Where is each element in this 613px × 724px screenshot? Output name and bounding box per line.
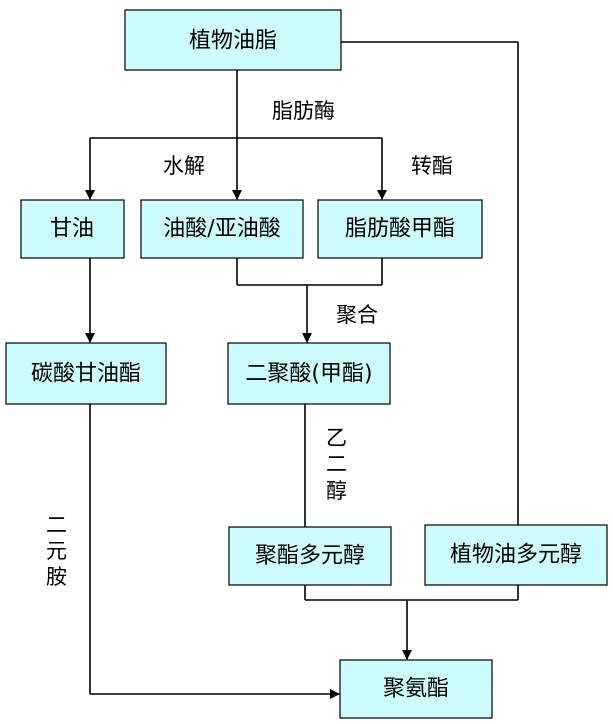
node-polyurethane: 聚氨酯 <box>339 659 493 719</box>
node-plant-oil: 植物油脂 <box>124 9 342 71</box>
label-ethylene-glycol-char: 乙 <box>326 426 347 450</box>
label-diamine-char: 二 <box>46 513 67 537</box>
node-dimer-acid-label: 二聚酸(甲酯) <box>245 362 372 387</box>
node-polyester-polyol-box <box>228 526 392 586</box>
node-glycerol-carbonate-label: 碳酸甘油酯 <box>31 362 141 387</box>
node-oleic-acid-label: 油酸/亚油酸 <box>163 217 280 242</box>
label-ethylene-glycol-char: 醇 <box>326 479 347 503</box>
node-oleic-acid: 油酸/亚油酸 <box>140 199 304 259</box>
label-lipase: 脂肪酶 <box>272 99 335 123</box>
label-ethylene-glycol-char: 二 <box>326 452 347 476</box>
node-oleic-acid-box <box>140 199 304 259</box>
node-vegetable-oil-polyol: 植物油多元醇 <box>424 524 608 586</box>
label-diamine: 二 元 胺 <box>46 513 67 589</box>
label-polymerization: 聚合 <box>336 303 378 327</box>
node-methyl-ester-label: 脂肪酸甲酯 <box>345 217 455 242</box>
label-transesterification: 转酯 <box>411 154 453 178</box>
node-glycerol-carbonate-box <box>5 342 167 405</box>
node-glycerol-carbonate: 碳酸甘油酯 <box>5 342 167 405</box>
node-plant-oil-label: 植物油脂 <box>189 29 277 54</box>
node-plant-oil-box <box>124 9 342 71</box>
edges <box>85 41 519 699</box>
label-ethylene-glycol: 乙 二 醇 <box>326 426 347 503</box>
node-polyurethane-box <box>339 659 493 719</box>
label-diamine-char: 胺 <box>46 565 67 589</box>
node-dimer-acid: 二聚酸(甲酯) <box>227 342 391 405</box>
node-glycerol-label: 甘油 <box>50 217 94 242</box>
label-hydrolysis: 水解 <box>163 154 205 178</box>
node-polyester-polyol: 聚酯多元醇 <box>228 526 392 586</box>
node-glycerol: 甘油 <box>20 199 125 259</box>
node-polyurethane-label: 聚氨酯 <box>383 677 449 702</box>
label-diamine-char: 元 <box>46 539 67 563</box>
node-dimer-acid-box <box>227 342 391 405</box>
node-vegetable-oil-polyol-box <box>424 524 608 586</box>
node-methyl-ester-box <box>317 199 483 259</box>
node-glycerol-box <box>20 199 125 259</box>
node-vegetable-oil-polyol-label: 植物油多元醇 <box>450 543 582 568</box>
node-polyester-polyol-label: 聚酯多元醇 <box>255 544 365 569</box>
node-methyl-ester: 脂肪酸甲酯 <box>317 199 483 259</box>
